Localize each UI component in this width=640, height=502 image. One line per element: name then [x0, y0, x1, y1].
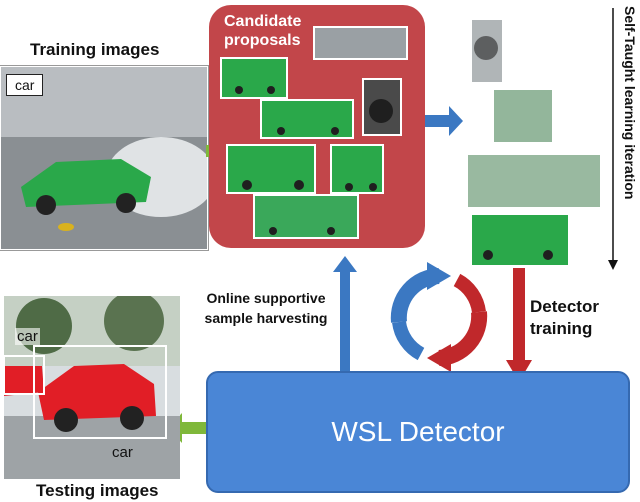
arrow-samples-to-detector — [506, 268, 532, 382]
detector-training-label: Detector training — [530, 297, 599, 338]
wsl-detector-box — [206, 371, 630, 493]
arrow-proposals-to-samples — [425, 106, 463, 136]
training-car-label: car — [6, 74, 44, 96]
training-image — [0, 66, 208, 250]
testing-title: Testing images — [36, 481, 159, 500]
harvested-samples — [468, 20, 600, 265]
online-harvesting-label: Online supportive sample harvesting — [204, 290, 328, 326]
refresh-cycle-icon — [390, 262, 488, 372]
testing-car-label-bottom: car — [112, 444, 133, 461]
training-title: Training images — [30, 40, 160, 59]
proposals-title: Candidate proposals — [224, 13, 302, 49]
iteration-arrow — [608, 8, 618, 270]
iteration-label: Self-Taught learning iteration — [622, 6, 638, 200]
testing-image — [4, 296, 180, 479]
training-car-graphic — [1, 67, 207, 249]
wsl-detector-label: WSL Detector — [331, 416, 505, 447]
proposal-crops — [220, 26, 408, 239]
testing-car-label-left: car — [15, 328, 40, 345]
arrow-detector-to-proposals — [333, 256, 357, 376]
